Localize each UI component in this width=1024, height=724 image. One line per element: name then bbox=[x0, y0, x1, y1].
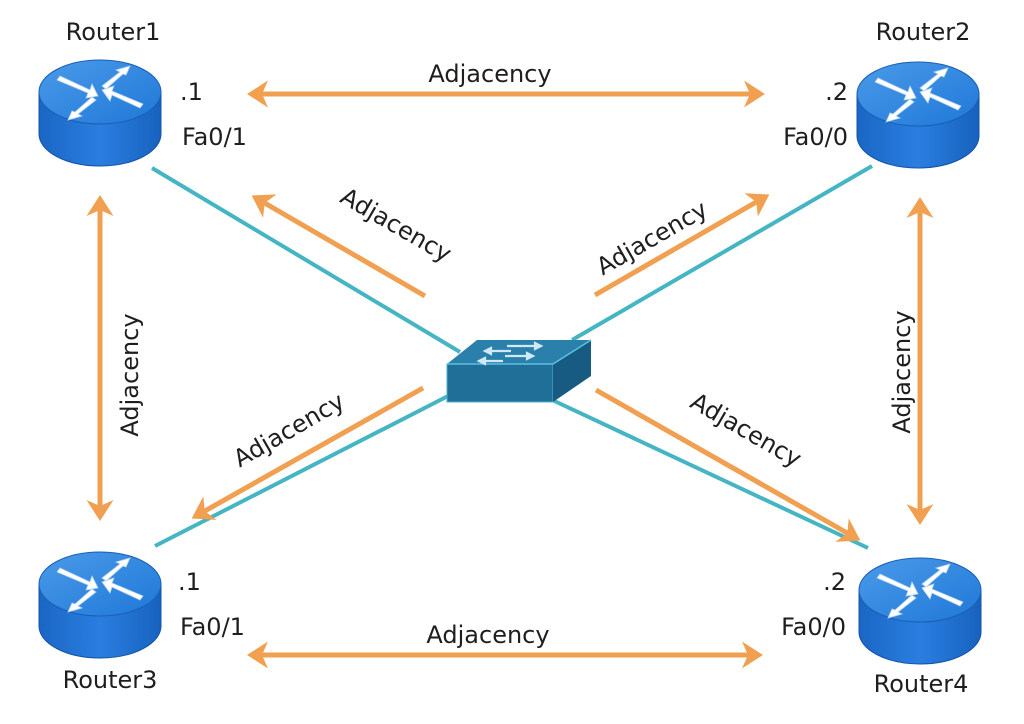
switch-top-edge bbox=[447, 339, 592, 365]
router4-interface: Fa0/0 bbox=[781, 613, 846, 641]
adjacency-arrow-switch-router2 bbox=[593, 193, 770, 298]
router4-name: Router4 bbox=[874, 670, 969, 698]
router-arrows-icon bbox=[56, 65, 144, 121]
router-arrows-icon bbox=[876, 563, 964, 619]
router-labels: Router1 .1 Fa0/1 Router2 .2 Fa0/0 Router… bbox=[63, 18, 971, 698]
link-router1-switch bbox=[150, 166, 462, 354]
adjacency-label-router3-router4: Adjacency bbox=[426, 621, 549, 649]
adjacency-label-switch-router3: Adjacency bbox=[229, 387, 350, 473]
router3-interface: Fa0/1 bbox=[180, 613, 245, 641]
link-router2-switch bbox=[570, 164, 874, 342]
adjacency-arrow-switch-router1 bbox=[251, 194, 427, 299]
router-top bbox=[856, 61, 980, 127]
switch-front-face bbox=[446, 363, 554, 403]
switch-arrows-icon bbox=[476, 341, 544, 366]
router2-ip: .2 bbox=[825, 78, 848, 106]
adjacency-label-router1-router3: Adjacency bbox=[116, 313, 144, 436]
router2-router-icon[interactable] bbox=[856, 61, 980, 169]
router3-router-icon[interactable] bbox=[38, 551, 162, 659]
router1-ip: .1 bbox=[180, 78, 203, 106]
router3-ip: .1 bbox=[178, 568, 201, 596]
switch-icon[interactable] bbox=[446, 339, 592, 403]
adjacency-arrow-switch-router3 bbox=[191, 385, 425, 520]
adjacency-label-router2-router4: Adjacency bbox=[888, 310, 916, 433]
router1-router-icon[interactable] bbox=[38, 59, 162, 167]
router-arrows-icon bbox=[874, 67, 962, 123]
link-router3-switch bbox=[154, 393, 451, 548]
router1-name: Router1 bbox=[66, 18, 161, 46]
adjacency-label-switch-router4: Adjacency bbox=[686, 387, 807, 473]
router3-name: Router3 bbox=[63, 666, 158, 694]
adjacency-label-router1-router2: Adjacency bbox=[428, 60, 551, 88]
physical-links bbox=[150, 164, 874, 550]
router-arrows-icon bbox=[56, 557, 144, 613]
adjacency-arrows bbox=[86, 80, 934, 669]
router-top bbox=[38, 59, 162, 125]
switch-side-face bbox=[553, 340, 591, 402]
router-top bbox=[858, 557, 982, 623]
router4-ip: .2 bbox=[823, 568, 846, 596]
router4-router-icon[interactable] bbox=[858, 557, 982, 665]
adjacency-arrow-switch-router4 bbox=[594, 387, 861, 542]
router1-interface: Fa0/1 bbox=[182, 123, 247, 151]
router-top bbox=[38, 551, 162, 617]
router2-name: Router2 bbox=[876, 18, 971, 46]
link-router4-switch bbox=[547, 396, 869, 550]
router2-interface: Fa0/0 bbox=[783, 123, 848, 151]
